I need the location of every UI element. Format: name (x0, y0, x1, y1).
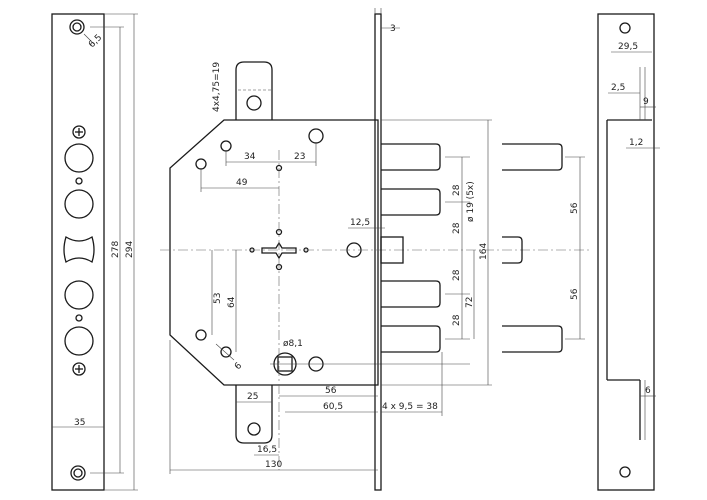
dim-72: 72 (465, 297, 475, 308)
dim-4x9-5: 4 x 9,5 = 38 (382, 402, 438, 412)
top-screw-hole-inner (72, 22, 82, 32)
dim-294: 294 (125, 241, 135, 258)
dim-8-1: ø8,1 (283, 339, 303, 349)
dim-28c: 28 (452, 269, 462, 281)
dim-64: 64 (227, 296, 237, 308)
latch-retracted (380, 236, 404, 264)
dim-1-2: 1,2 (629, 138, 643, 148)
bolt-hole-1 (64, 143, 94, 173)
bottom-screw-hole (70, 465, 86, 481)
dim-28b: 28 (452, 222, 462, 234)
dim-130: 130 (265, 460, 282, 470)
latch-extended (502, 236, 523, 264)
dim-60-5: 60,5 (323, 402, 343, 412)
latch-opening (63, 236, 95, 263)
dim-164: 164 (479, 243, 489, 260)
dim-16-5: 16,5 (257, 445, 277, 455)
dim-4x475: 4x4,75=19 (212, 62, 222, 112)
dim-3: 3 (390, 24, 396, 34)
cross-screw-top (72, 125, 86, 139)
dim-53: 53 (213, 293, 223, 304)
dim-49: 49 (236, 178, 248, 188)
case-hole-lower-left (195, 329, 207, 341)
bottom-mounting-tab (235, 385, 273, 444)
dim-19-5x: ø 19 (5x) (466, 181, 476, 222)
dim-12-5: 12,5 (350, 218, 370, 228)
dim-35: 35 (74, 418, 85, 428)
dim-56c: 56 (570, 288, 580, 300)
dim-29-5: 29,5 (618, 42, 638, 52)
dim-28a: 28 (452, 184, 462, 196)
dim-56a: 56 (325, 386, 337, 396)
faceplate-outline (51, 13, 105, 491)
dim-34: 34 (244, 152, 256, 162)
bolts-extended (502, 143, 563, 353)
top-mounting-tab (235, 61, 273, 120)
dim-6a: 6 (233, 361, 244, 372)
dim-23: 23 (294, 152, 305, 162)
bottom-tab-hole (247, 422, 261, 436)
dim-25: 25 (247, 392, 258, 402)
bolts-retracted (380, 143, 441, 353)
lock-side-profile: 29,5 2,5 9 1,2 6 (597, 13, 660, 491)
bolt-hole-3 (64, 280, 94, 310)
dim-6-5: 6,5 (87, 33, 104, 50)
small-dot-2 (75, 314, 83, 322)
profile-bottom-hole (619, 466, 631, 478)
cross-screw-bottom (72, 362, 86, 376)
keyhole (261, 241, 297, 260)
dim-56b: 56 (570, 202, 580, 214)
case-hole-bottom-left (220, 346, 232, 358)
dim-9: 9 (643, 97, 649, 107)
dim-278: 278 (111, 241, 121, 258)
dim-28d: 28 (452, 314, 462, 326)
top-tab-hole (246, 95, 262, 111)
profile-outline (597, 13, 655, 491)
bolt-hole-2 (64, 189, 94, 219)
dim-6b: 6 (645, 386, 651, 396)
lock-body-side-view: 4x4,75=19 3 (160, 8, 590, 491)
dim-2-5: 2,5 (611, 83, 625, 93)
top-screw-hole (69, 19, 85, 35)
profile-top-hole (619, 22, 631, 34)
bottom-screw-hole-inner (73, 468, 83, 478)
faceplate-front-view: 6,5 35 278 294 (51, 13, 138, 491)
small-dot-1 (75, 177, 83, 185)
bolt-hole-4 (64, 326, 94, 356)
